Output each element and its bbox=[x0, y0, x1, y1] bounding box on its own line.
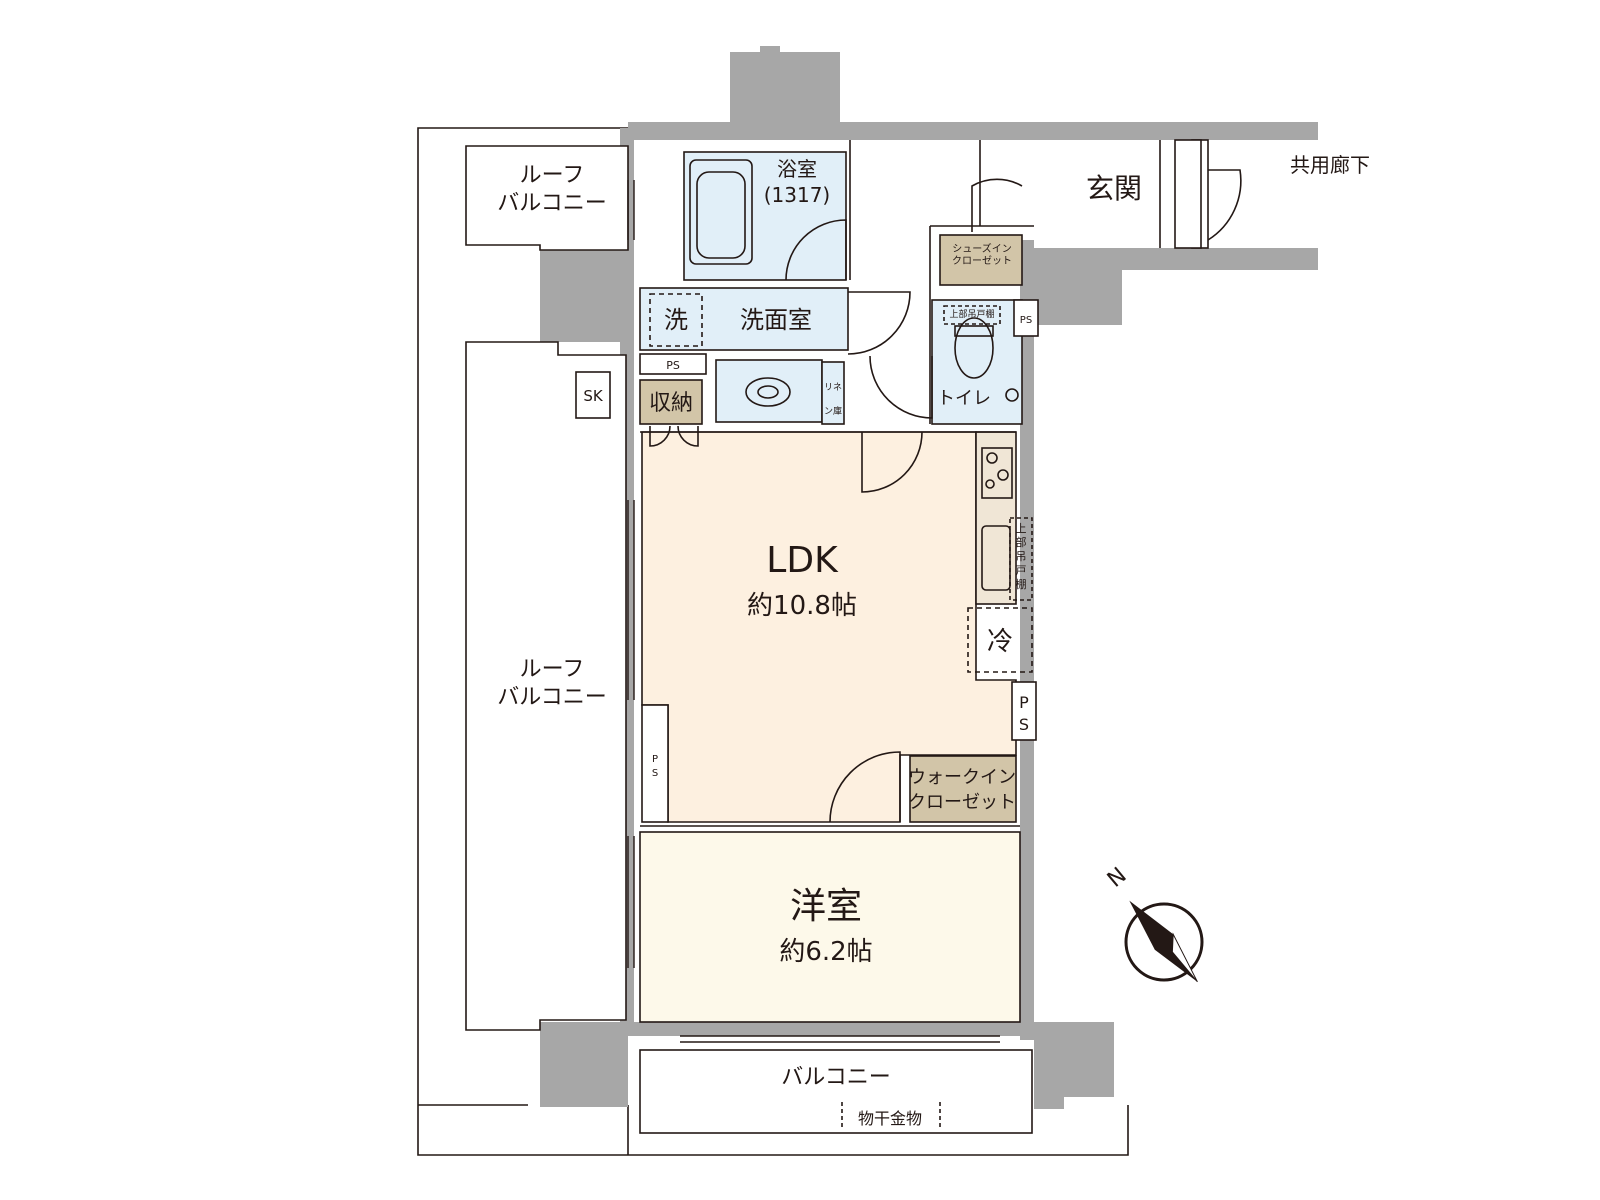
ps-box-toilet bbox=[1013, 299, 1039, 337]
roof-balcony-large-area bbox=[465, 341, 627, 1031]
bathtub bbox=[689, 159, 753, 265]
bathroom-label: 浴室 bbox=[777, 157, 817, 181]
wash-mark: 洗 bbox=[664, 306, 688, 334]
walkin-closet-area bbox=[909, 755, 1017, 823]
roof-balcony-large-label-2: バルコニー bbox=[497, 685, 607, 710]
upper-shelf-kitchen-char-3: 吊 bbox=[1016, 550, 1027, 563]
linen-label-2: ン庫 bbox=[824, 405, 842, 417]
bathroom-area bbox=[683, 151, 847, 281]
western-area-label: 約6.2帖 bbox=[779, 937, 872, 967]
ldk-area-label: 約10.8帖 bbox=[747, 591, 857, 621]
washer-space bbox=[649, 293, 703, 347]
shoes-closet-area bbox=[939, 234, 1023, 286]
sk-box bbox=[575, 371, 611, 419]
ldk-label: LDK bbox=[766, 540, 839, 581]
ps-box-ldk bbox=[1011, 681, 1037, 741]
ps-label-ldk-s: S bbox=[1019, 715, 1029, 734]
fixtures bbox=[649, 159, 1033, 1130]
terrace-outline bbox=[417, 127, 1129, 1156]
partition-lines bbox=[640, 140, 1161, 827]
storage-label: 収納 bbox=[649, 391, 693, 416]
balcony-label: バルコニー bbox=[781, 1065, 891, 1090]
stove bbox=[981, 447, 1013, 499]
bathroom-size: (1317) bbox=[764, 183, 831, 207]
compass-north-label: N bbox=[1103, 863, 1132, 893]
western-label: 洋室 bbox=[790, 886, 862, 927]
roof-balcony-small-label-2: バルコニー bbox=[497, 191, 607, 216]
balcony-area bbox=[639, 1049, 1033, 1134]
upper-shelf-kitchen-char-1: 上 bbox=[1016, 522, 1027, 535]
shoes-closet-label-2: クローゼット bbox=[952, 255, 1012, 267]
corridor-label: 共用廊下 bbox=[1290, 153, 1370, 177]
upper-shelf-kitchen bbox=[1009, 517, 1033, 601]
ps-label-ldk-p: P bbox=[1019, 693, 1029, 712]
sk-label: SK bbox=[583, 387, 604, 405]
storage-area bbox=[639, 379, 703, 425]
washroom-area bbox=[639, 287, 849, 351]
ps-box-west bbox=[641, 704, 669, 823]
western-room-area bbox=[639, 831, 1021, 1023]
compass: N bbox=[1103, 863, 1204, 983]
labels: ルーフ バルコニー ルーフ バルコニー 浴室 (1317) 玄関 共用廊下 シュ… bbox=[497, 153, 1370, 1128]
toilet-label: トイレ bbox=[937, 388, 991, 409]
shoes-closet-label-1: シューズイン bbox=[952, 242, 1012, 255]
door-swings bbox=[649, 169, 1242, 823]
linen-area bbox=[821, 361, 845, 425]
room-fills bbox=[465, 145, 1039, 1134]
vanity-area bbox=[715, 359, 823, 423]
upper-shelf-toilet bbox=[943, 305, 1001, 325]
corridor-entry bbox=[1174, 139, 1209, 249]
walkin-label-2: クローゼット bbox=[908, 792, 1016, 813]
roof-balcony-small-label-1: ルーフ bbox=[520, 163, 585, 188]
genkan-label: 玄関 bbox=[1086, 172, 1142, 205]
ps-label-toilet: PS bbox=[1020, 315, 1032, 326]
windows bbox=[627, 180, 1000, 1043]
washbasin bbox=[745, 377, 791, 407]
walkin-label-1: ウォークイン bbox=[908, 767, 1016, 788]
ps-box-wash bbox=[639, 353, 707, 375]
toilet-area bbox=[931, 299, 1023, 425]
upper-shelf-kitchen-char-5: 棚 bbox=[1016, 577, 1027, 591]
upper-shelf-toilet-label: 上部吊戸棚 bbox=[949, 308, 994, 320]
structural-walls bbox=[540, 46, 1318, 1109]
upper-shelf-kitchen-char-4: 戸 bbox=[1016, 564, 1027, 577]
ps-label-west-s: S bbox=[652, 768, 658, 779]
ps-label-wash: PS bbox=[666, 359, 680, 372]
ps-label-west-p: P bbox=[652, 754, 658, 765]
drying-rack-label: 物干金物 bbox=[858, 1109, 922, 1128]
washroom-label: 洗面室 bbox=[740, 306, 812, 334]
roof-balcony-small-area bbox=[465, 145, 629, 251]
roof-balcony-large-label-1: ルーフ bbox=[520, 657, 585, 682]
toilet-bowl bbox=[954, 317, 994, 379]
upper-shelf-kitchen-char-2: 部 bbox=[1016, 535, 1027, 549]
fridge-space bbox=[967, 607, 1033, 673]
fridge-label: 冷 bbox=[987, 627, 1013, 657]
linen-label-1: リネ bbox=[824, 382, 842, 393]
